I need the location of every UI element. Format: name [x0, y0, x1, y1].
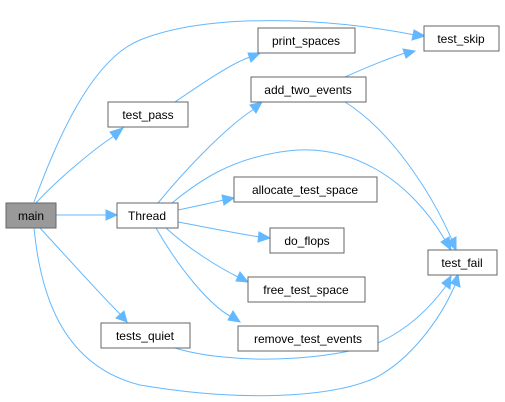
- node-thread[interactable]: Thread: [116, 202, 179, 229]
- edge-thread-add-two-events: [157, 101, 263, 204]
- node-main-label: main: [18, 209, 44, 223]
- edge-main-tests-quiet: [39, 227, 128, 323]
- edge-thread-allocate-test-space: [177, 194, 236, 211]
- node-thread-label: Thread: [128, 209, 166, 223]
- edge-main-test-fail: [33, 227, 461, 397]
- edge-main-test-pass: [35, 127, 125, 204]
- node-allocate-test-space[interactable]: allocate_test_space: [233, 176, 378, 203]
- node-add-two-events-label: add_two_events: [264, 83, 351, 97]
- edge-main-test-skip: [33, 20, 427, 203]
- node-remove-test-events-label: remove_test_events: [254, 332, 362, 346]
- node-test-pass[interactable]: test_pass: [107, 101, 189, 128]
- edge-add-two-events-test-fail: [344, 101, 457, 252]
- edge-thread-remove-test-events: [155, 227, 242, 323]
- edge-add-two-events-test-skip: [344, 48, 417, 78]
- node-remove-test-events[interactable]: remove_test_events: [237, 325, 379, 352]
- node-test-fail-label: test_fail: [441, 256, 482, 270]
- call-graph-edges: [33, 20, 461, 397]
- node-tests-quiet[interactable]: tests_quiet: [100, 322, 191, 349]
- node-test-pass-label: test_pass: [122, 108, 173, 122]
- node-main[interactable]: main: [5, 202, 57, 229]
- node-print-spaces[interactable]: print_spaces: [257, 27, 356, 54]
- node-print-spaces-label: print_spaces: [272, 34, 340, 48]
- node-test-skip[interactable]: test_skip: [423, 25, 500, 52]
- node-do-flops-label: do_flops: [284, 234, 329, 248]
- node-tests-quiet-label: tests_quiet: [116, 329, 175, 343]
- call-graph-nodes: main test_pass Thread tests_quiet print_…: [5, 25, 500, 352]
- edge-thread-free-test-space: [165, 227, 250, 283]
- edge-main-thread: [56, 209, 119, 221]
- edge-thread-do-flops: [177, 221, 272, 243]
- node-do-flops[interactable]: do_flops: [269, 227, 345, 254]
- node-free-test-space-label: free_test_space: [263, 283, 349, 297]
- node-allocate-test-space-label: allocate_test_space: [252, 183, 358, 197]
- node-free-test-space[interactable]: free_test_space: [247, 276, 366, 303]
- node-add-two-events[interactable]: add_two_events: [250, 76, 367, 103]
- node-test-skip-label: test_skip: [437, 32, 485, 46]
- edge-test-pass-print-spaces: [171, 52, 262, 105]
- node-test-fail[interactable]: test_fail: [427, 249, 498, 276]
